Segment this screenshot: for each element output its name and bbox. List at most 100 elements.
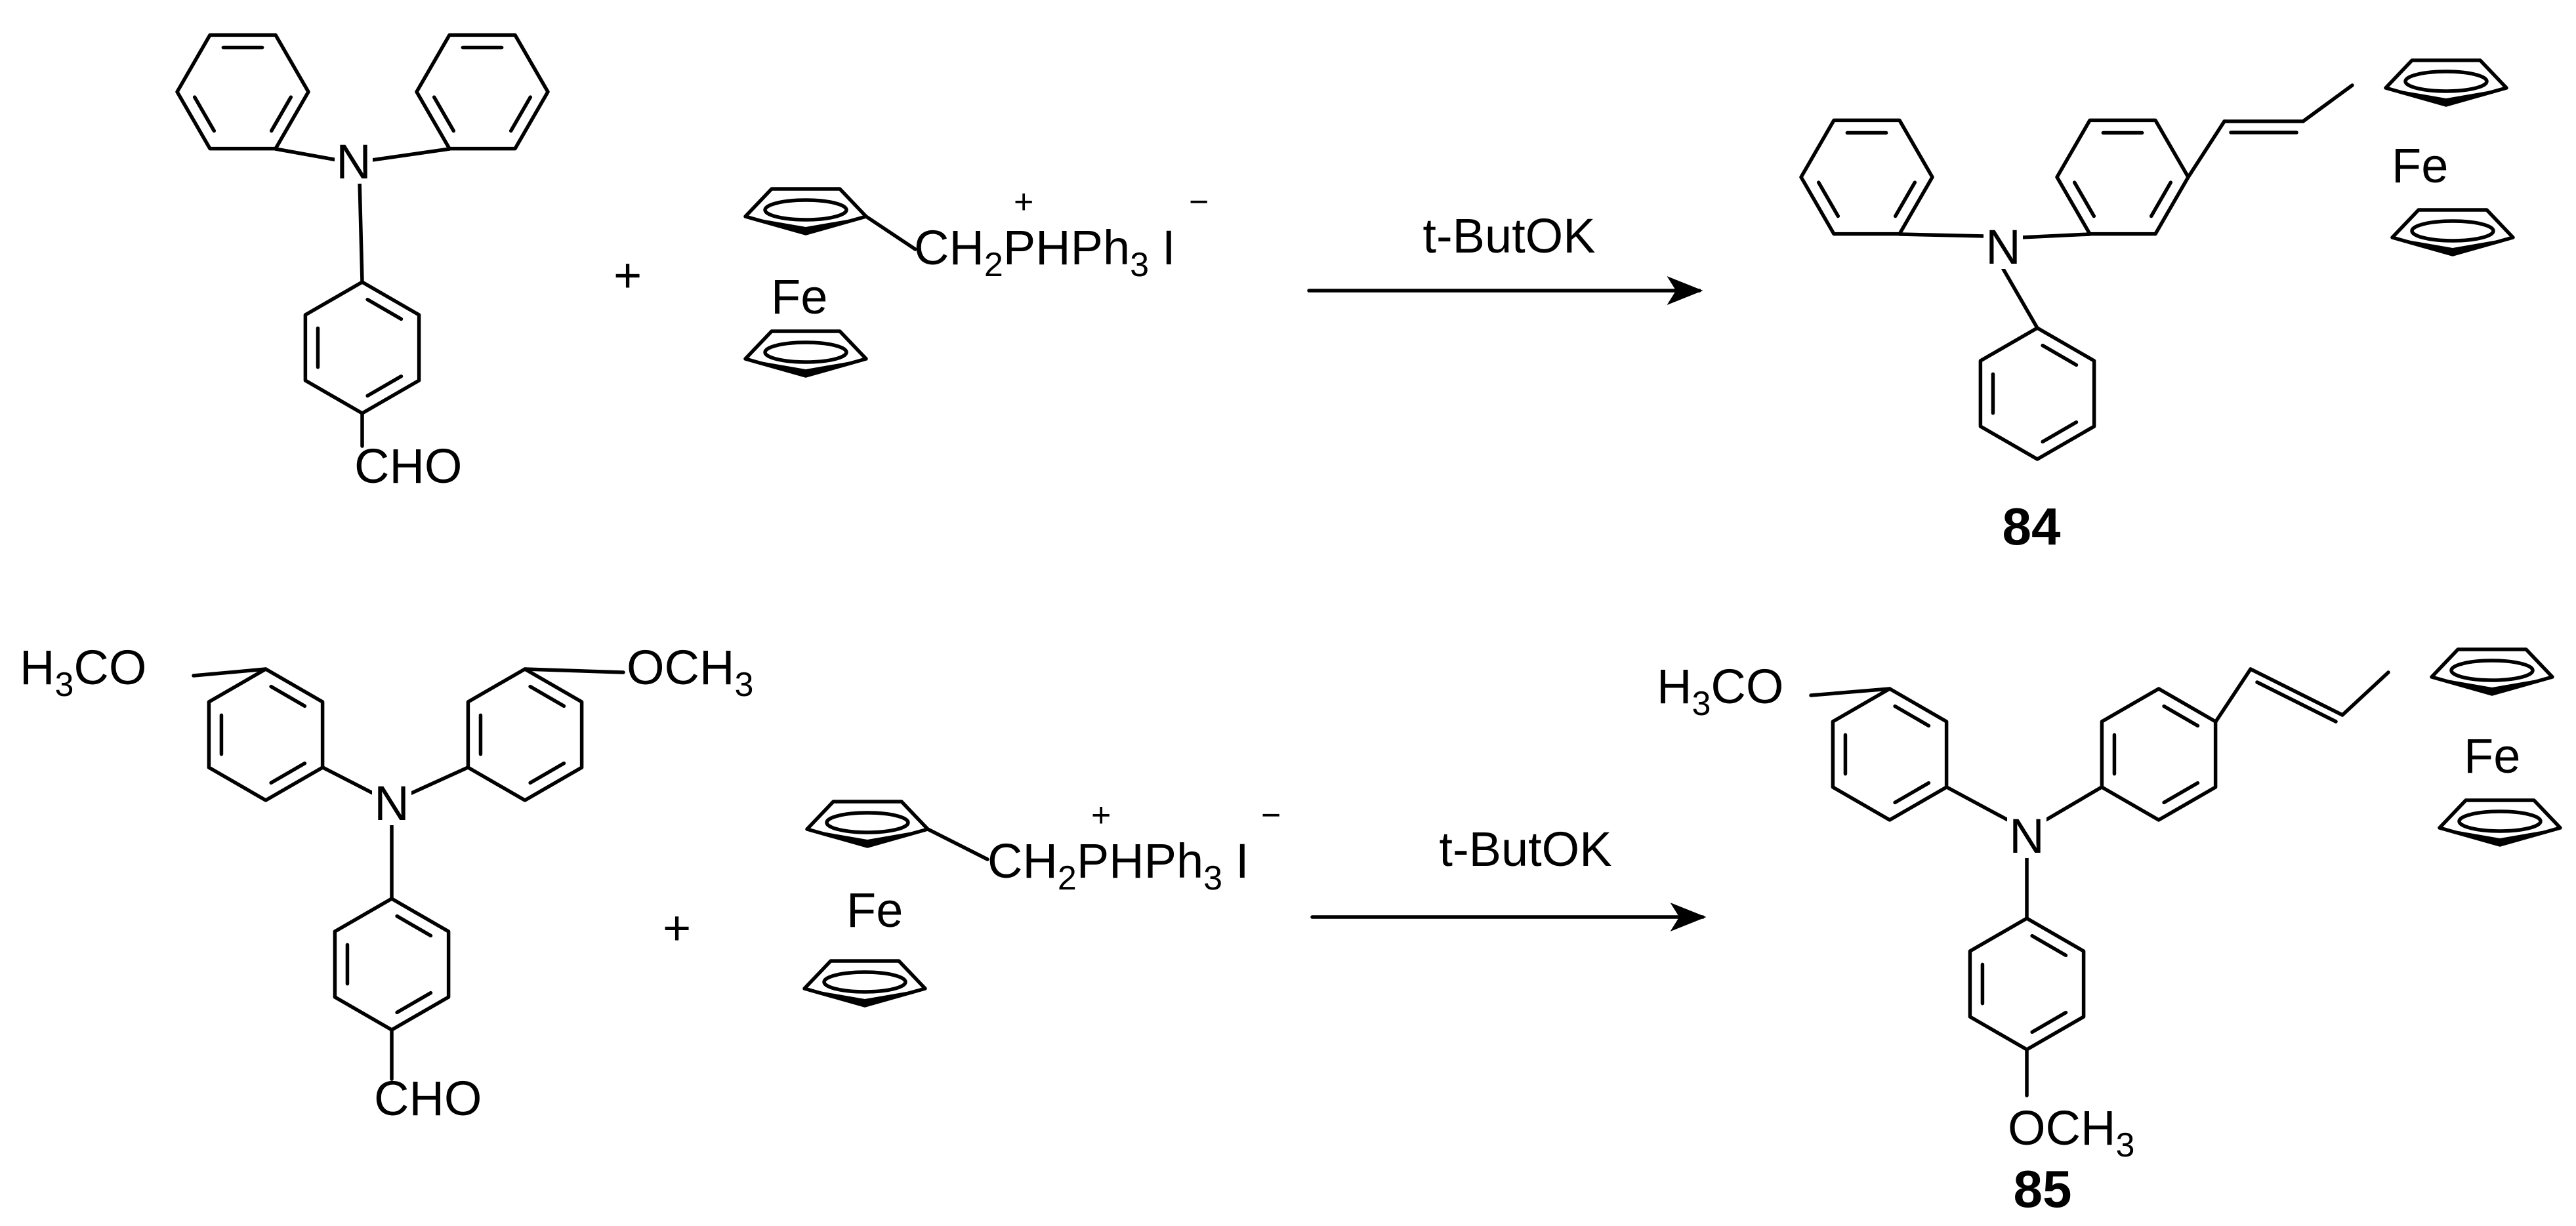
- r2-plus-sign: +: [663, 901, 691, 955]
- r2a-anisyl-right: [466, 667, 584, 802]
- p84-phenylene-outline: [2055, 118, 2190, 236]
- r2b-bond-cp-ch2: [926, 827, 989, 861]
- r2-product-nitrogen: N: [2009, 809, 2044, 863]
- p84-phenyl-left-double-bond: [1893, 180, 1917, 218]
- r1-product-nitrogen: N: [1985, 220, 2020, 274]
- r1-reactant-a-formyl: CHO: [354, 439, 462, 493]
- r1a-phenyl-right-double-bond: [432, 95, 456, 133]
- r2a-anisyl-left-double-bond: [269, 684, 307, 708]
- p84-bond-n-right: [2019, 232, 2092, 239]
- p84-cp-bottom-aromatic-circle: [2410, 219, 2495, 243]
- r2-reactant-a-formyl: CHO: [374, 1071, 482, 1126]
- r2b-cp-bottom: [802, 959, 927, 1008]
- p85-cp-top-aromatic-circle: [2449, 659, 2535, 682]
- p84-vinyl-b: [2301, 83, 2354, 123]
- p85-bond-n-left: [1945, 785, 2010, 822]
- p84-phenyl-left: [1799, 118, 1934, 236]
- r2b-cp-top: [805, 800, 930, 848]
- p85-vinyl-double-inner: [2255, 680, 2338, 724]
- p84-phenylene-double-bond: [2149, 180, 2173, 218]
- p85-bond-n-right: [2044, 785, 2104, 822]
- r1a-bond-n-right: [365, 147, 451, 163]
- r2a-bond-n-left: [321, 766, 376, 796]
- r1b-cp-bottom: [743, 329, 868, 378]
- r2b-cp-bottom-aromatic-circle: [822, 970, 907, 994]
- r2-reactant-a-methoxy-right: OCH3: [627, 640, 753, 704]
- p85-cp-bottom-front-edge: [2440, 828, 2560, 845]
- p84-phenylene-double-bond: [2072, 180, 2096, 218]
- r1a-phenylene-outline: [303, 280, 421, 415]
- r1b-cp-top-aromatic-circle: [763, 198, 848, 222]
- p84-phenyl-bottom-double-bond: [2041, 420, 2079, 444]
- r2-product-iron: Fe: [2464, 729, 2520, 783]
- p85-anisyl-bottom-double-bond: [2030, 933, 2068, 958]
- r2-reactant-a-nitrogen: N: [374, 776, 409, 830]
- p84-phenyl-left-double-bond: [1816, 180, 1840, 218]
- p85-vinyl-a: [2214, 667, 2253, 724]
- r2a-phenylene-double-bond: [395, 991, 433, 1015]
- r2-counter-ion-charge: −: [1261, 796, 1281, 834]
- p85-vinyl-b: [2340, 670, 2390, 717]
- p85-cp-top-front-edge: [2432, 677, 2552, 694]
- p84-cp-top: [2384, 58, 2508, 107]
- r2a-anisyl-right-double-bond: [528, 761, 566, 785]
- p85-vinyl-double-outer: [2249, 667, 2344, 717]
- p84-phenyl-bottom-double-bond: [2041, 343, 2079, 367]
- r1-phosphonium-charge: +: [1014, 183, 1033, 221]
- r1a-phenyl-right-double-bond: [509, 95, 533, 133]
- r2a-anisyl-right-outline: [466, 667, 584, 802]
- r2a-phenylene: [333, 897, 451, 1032]
- p84-cp-top-front-edge: [2386, 88, 2506, 105]
- r1-reactant-a-nitrogen: N: [336, 134, 371, 189]
- p84-phenyl-bottom-outline: [1978, 326, 2096, 461]
- p85-anisyl-bottom-double-bond: [2030, 1010, 2068, 1034]
- r1a-phenylene: [303, 280, 421, 415]
- p85-cp-top: [2430, 647, 2554, 696]
- r2a-bond-ome-right: [523, 667, 625, 674]
- p85-phenylene-double-bond: [2162, 781, 2200, 805]
- r1a-phenylene-double-bond: [365, 297, 404, 321]
- p84-cp-bottom: [2390, 208, 2515, 256]
- p85-anisyl-bottom: [1968, 916, 2086, 1052]
- r1-reactant-b-iron: Fe: [771, 270, 827, 324]
- r2a-anisyl-left: [207, 667, 325, 802]
- r1a-phenyl-left-double-bond: [192, 95, 217, 133]
- compound-number-84: 84: [2003, 497, 2061, 556]
- r1b-cp-bottom-front-edge: [745, 359, 866, 376]
- r2-product-methoxy-left: H3CO: [1657, 659, 1783, 723]
- p84-phenylene: [2055, 118, 2190, 236]
- p84-vinyl-a: [2186, 119, 2226, 179]
- r1-plus-sign: +: [613, 248, 642, 302]
- r1a-phenyl-right-outline: [415, 33, 550, 151]
- r2b-cp-top-front-edge: [807, 829, 928, 846]
- r1a-phenyl-left-outline: [175, 33, 310, 151]
- compound-number-85: 85: [2014, 1160, 2072, 1218]
- p84-bond-n-left: [1898, 232, 1987, 238]
- r1a-phenyl-left-double-bond: [269, 95, 293, 133]
- r2a-anisyl-right-double-bond: [528, 684, 566, 708]
- r1a-bond-n-left: [274, 147, 343, 163]
- p85-anisyl-left-outline: [1831, 687, 1949, 822]
- r1b-cp-top-front-edge: [745, 216, 866, 234]
- p85-phenylene-double-bond: [2162, 704, 2200, 728]
- p85-bond-ome-left: [1809, 687, 1892, 697]
- r2a-anisyl-left-outline: [207, 667, 325, 802]
- r1a-phenyl-right: [415, 33, 550, 151]
- p84-bond-n-bottom: [2001, 267, 2039, 330]
- r1a-phenylene-double-bond: [365, 374, 404, 398]
- r2a-bond-ome-left: [192, 667, 268, 678]
- r1a-bond-n-ring: [358, 178, 364, 284]
- p85-anisyl-left-double-bond: [1893, 704, 1931, 728]
- r2b-cp-top-aromatic-circle: [825, 811, 910, 834]
- r1b-cp-top: [743, 187, 868, 235]
- p84-phenyl-bottom: [1978, 326, 2096, 461]
- r2a-bond-n-right: [408, 766, 470, 796]
- p85-cp-bottom: [2438, 798, 2562, 847]
- r1b-cp-bottom-aromatic-circle: [763, 340, 848, 364]
- p85-anisyl-left: [1831, 687, 1949, 822]
- r1-product-iron: Fe: [2392, 138, 2448, 193]
- r2a-phenylene-outline: [333, 897, 451, 1032]
- r2-reactant-b-iron: Fe: [846, 883, 903, 937]
